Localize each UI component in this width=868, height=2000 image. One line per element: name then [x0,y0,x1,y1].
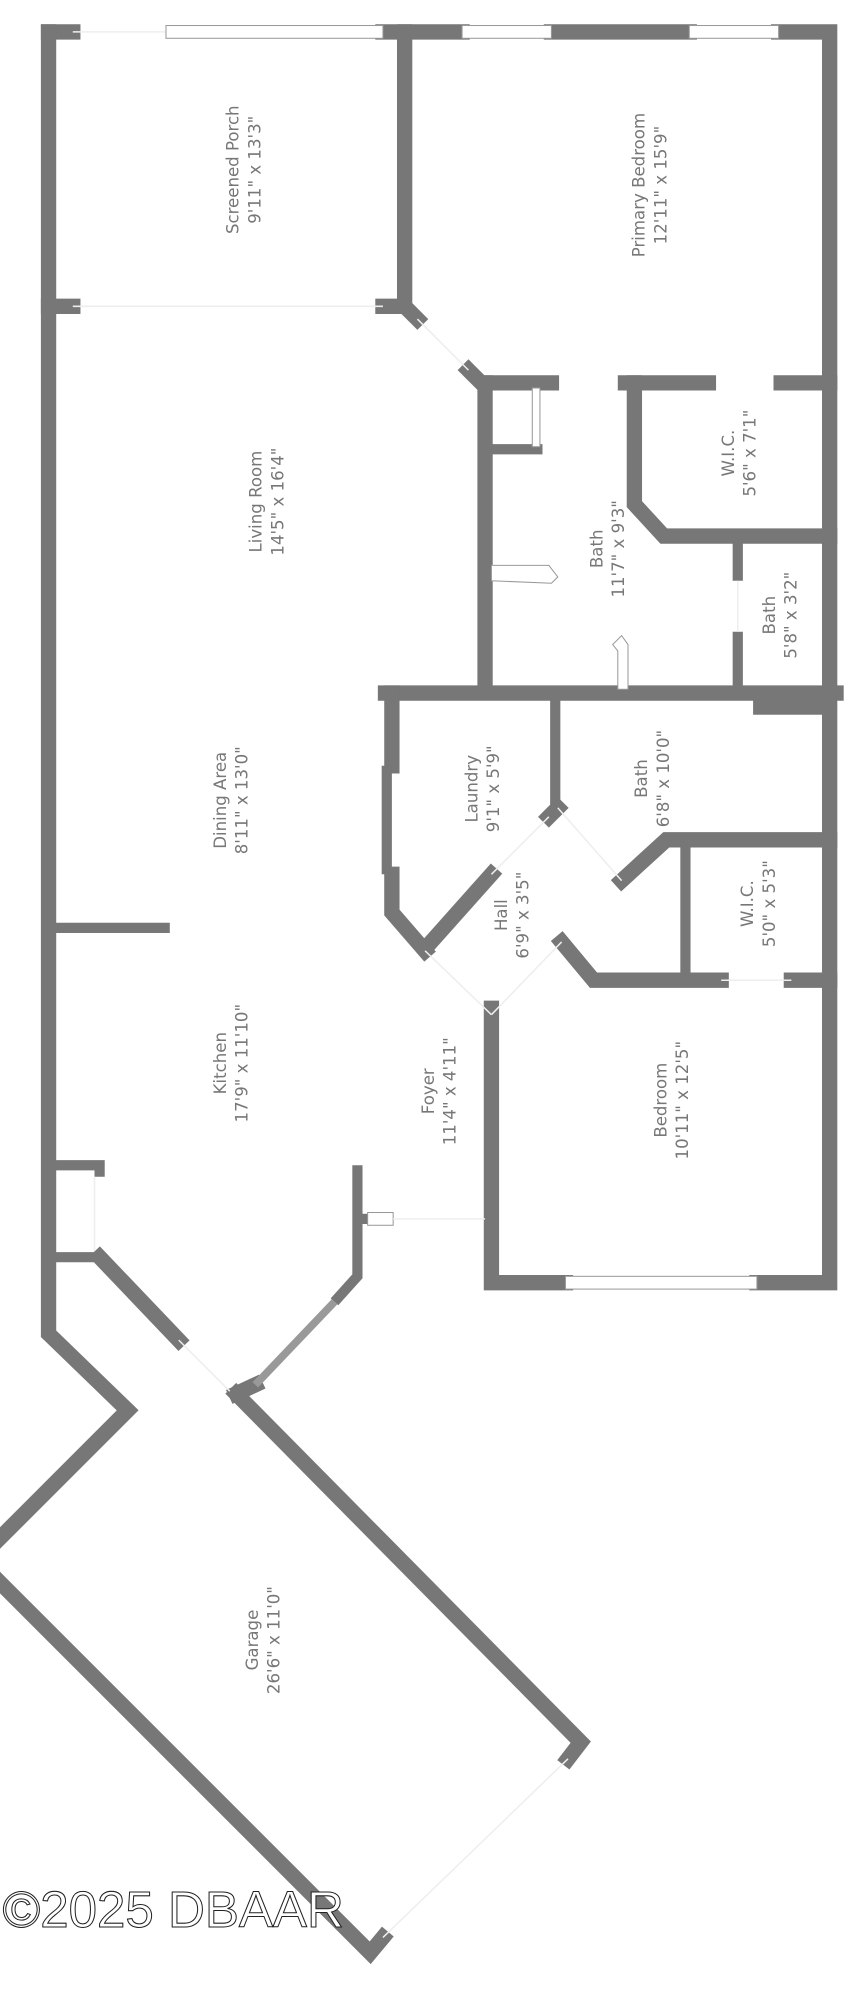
room-name: Bath [632,759,651,798]
fixture [612,634,629,690]
room-name: Primary Bedroom [630,113,649,257]
room-dimensions: 11'4" x 4'11" [441,1037,460,1145]
room-label-bedroom: Bedroom 10'11" x 12'5" [651,1041,692,1160]
room-name: W.I.C. [719,430,738,477]
room-label-wic-bedroom: W.I.C. 5'0" x 5'3" [738,860,779,947]
room-dimensions: 10'11" x 12'5" [673,1041,692,1160]
room-label-kitchen: Kitchen 17'9" x 11'10" [211,1004,252,1123]
room-name: Foyer [419,1068,438,1114]
room-label-laundry: Laundry 9'1" x 5'9" [462,745,503,832]
room-name: Garage [243,1610,262,1671]
room-label-screened-porch: Screened Porch 9'11" x 13'3" [224,105,265,234]
room-dimensions: 5'0" x 5'3" [760,860,779,947]
room-dimensions: 5'8" x 3'2" [781,572,800,659]
window [688,25,780,39]
room-name: Laundry [462,755,481,823]
room-dimensions: 11'7" x 9'3" [609,500,628,597]
room-dimensions: 9'1" x 5'9" [484,745,503,832]
room-name: W.I.C. [738,880,757,927]
openings-and-windows [72,25,792,1939]
copyright-watermark: ©2025 DBAAR [3,1881,344,1938]
window [165,25,384,39]
window [461,25,552,39]
room-name: Living Room [247,451,266,553]
room-name: Kitchen [211,1032,230,1094]
walls [0,24,844,1965]
room-label-wic-primary: W.I.C. 5'6" x 7'1" [719,410,760,497]
entry-door [367,1211,394,1226]
room-name: Bath [587,530,606,569]
room-dimensions: 6'8" x 10'0" [654,730,673,827]
room-dimensions: 12'11" x 15'9" [651,126,670,245]
room-dimensions: 6'9" x 3'5" [513,872,532,959]
room-label-dining-area: Dining Area 8'11" x 13'0" [211,746,252,854]
room-name: Hall [492,899,511,931]
room-label-garage: Garage 26'6" x 11'0" [243,1586,284,1694]
room-name: Bath [760,596,779,635]
room-name: Bedroom [651,1063,670,1138]
room-label-foyer: Foyer 11'4" x 4'11" [419,1037,460,1145]
room-dimensions: 5'6" x 7'1" [741,410,760,497]
room-dimensions: 8'11" x 13'0" [233,746,252,854]
room-label-hall: Hall 6'9" x 3'5" [492,872,533,959]
room-name: Screened Porch [224,105,243,234]
room-label-hall-bath: Bath 6'8" x 10'0" [632,730,673,827]
room-label-primary-bedroom: Primary Bedroom 12'11" x 15'9" [630,113,671,257]
room-labels: Screened Porch 9'11" x 13'3" Primary Bed… [211,105,801,1694]
fixture [490,564,559,584]
room-dimensions: 26'6" x 11'0" [265,1586,284,1694]
room-name: Dining Area [211,752,230,849]
room-label-living-room: Living Room 14'5" x 16'4" [247,448,288,556]
window [564,1275,758,1290]
room-dimensions: 9'11" x 13'3" [245,116,264,224]
room-dimensions: 14'5" x 16'4" [268,448,287,556]
room-label-small-bath: Bath 5'8" x 3'2" [760,572,801,659]
room-dimensions: 17'9" x 11'10" [233,1004,252,1123]
room-label-primary-bath: Bath 11'7" x 9'3" [587,500,628,597]
door [531,387,541,448]
